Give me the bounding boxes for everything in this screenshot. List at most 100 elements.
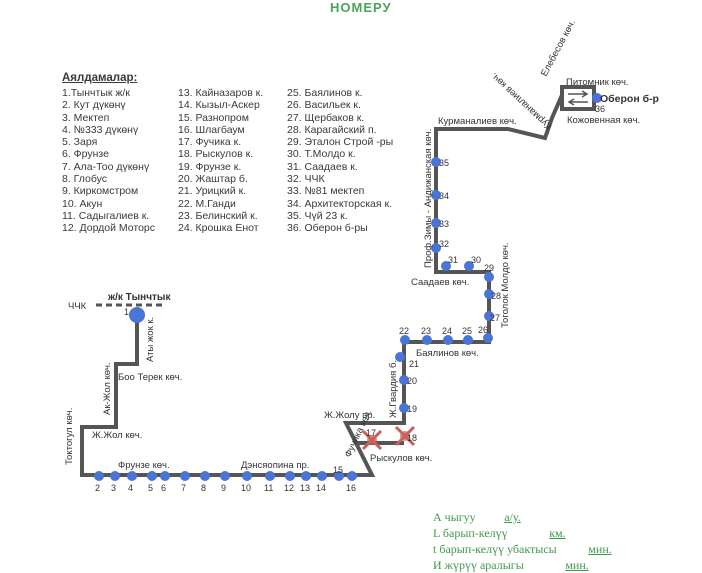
bus-stop-marker [422,335,432,345]
bus-stop-marker [220,471,230,481]
legend-stop-item: 30. Т.Молдо к. [287,148,356,161]
dashed-connector-label: ЧЧК [68,301,87,312]
distance-blank[interactable]: км. [549,526,566,540]
legend-stop-item: 23. Белинский к. [178,209,258,222]
legend-stop-item: 10. Акун [62,197,103,210]
legend-stop-item: 33. №81 мектеп [287,185,365,198]
legend-stop-item: 25. Баялинов к. [287,87,363,99]
stop-number: 25 [462,326,472,336]
bus-stop-marker [94,471,104,481]
interval-line: И жүрүү аралыгы мин. [433,557,612,573]
start-terminal-label: ж/к Тынчтык [107,292,171,303]
legend-stop-item: 27. Щербаков к. [287,111,365,124]
stop-number: 28 [491,291,501,301]
distance-line: L барып-келүү км. [433,525,612,541]
stop-number: 3 [111,483,116,493]
legend-stop-item: 13. Кайназаров к. [178,87,264,99]
bus-stop-marker [431,157,441,167]
legend-stop-item: 34. Архитекторская к. [287,197,392,210]
legend-stop-item: 15. Разнопром [178,111,249,124]
stop-number: 20 [407,376,417,386]
legend-stop-item: 26. Васильек к. [287,99,361,112]
trip-time-blank[interactable]: мин. [588,542,612,556]
stop-number: 7 [181,483,186,493]
bus-stop-marker [200,471,210,481]
legend-stop-item: 32. ЧЧК [287,173,325,186]
legend-stop-item: 6. Фрунзе [62,148,109,161]
street-label: Курманалиев көч. [438,116,517,127]
bus-stop-marker [464,261,474,271]
end-terminal-label: Оберон б-р [600,93,659,105]
stop-number: 9 [221,483,226,493]
stop-number: 32 [439,239,449,249]
route-info-form: А чыгуу а/у. L барып-келүү км. t барып-к… [433,509,612,573]
closed-stop-cross-icon [394,425,416,447]
interval-blank[interactable]: мин. [565,558,589,572]
stop-number: 6 [161,483,166,493]
street-label: Рыскулов көч. [370,453,432,464]
street-label: Кожовенная көч. [567,115,640,126]
stop-number: 5 [148,483,153,493]
stop-number: 11 [264,483,273,493]
stop-number: 30 [471,255,481,265]
legend-stop-item: 14. Кызыл-Аскер [178,99,260,112]
stop-number: 1 [124,307,129,317]
legend-title: Аялдамалар: [62,72,138,84]
direction-arrows-icon [567,90,589,106]
departures-blank[interactable]: а/у. [504,510,521,524]
legend-stop-item: 9. Киркомстром [62,185,139,198]
legend-stop-item: 8. Глобус [62,173,108,186]
street-label: Ж.Гвардия б. [388,360,399,418]
departures-line: А чыгуу а/у. [433,509,612,525]
bus-stop-marker [441,261,451,271]
stop-number: 34 [439,191,449,201]
legend-stop-item: 29. Эталон Строй -ры [287,136,394,149]
bus-stop-marker [160,471,170,481]
legend-stop-item: 19. Фрунзе к. [178,160,242,173]
stop-number: 35 [439,158,449,168]
legend-stop-item: 22. М.Ганди [178,197,236,210]
street-label: Аты жок к. [145,317,156,362]
stop-number: 21 [409,359,419,369]
bus-stop-marker [127,471,137,481]
legend-stop-item: 4. №333 дүкөнү [62,123,139,136]
bus-stop-marker [110,471,120,481]
legend-column: 25. Баялинов к.26. Васильек к.27. Щербак… [287,87,393,235]
bus-stop-marker [431,190,441,200]
bus-stop-marker [317,471,327,481]
stop-number: 12 [284,483,294,493]
stop-number: 10 [241,483,251,493]
bus-stop-marker [301,471,311,481]
legend-stop-item: 7. Ала-Тоо дүкөнү [62,160,150,173]
legend-stop-item: 2. Кут дүкөнү [62,99,126,112]
bus-stop-marker [431,218,441,228]
bus-stop-marker [484,311,494,321]
bus-stop-marker [395,352,405,362]
street-label: Тоголок Молдо көч. [500,242,511,328]
stop-number: 27 [490,313,500,323]
legend-stop-item: 31. Саадаев к. [287,160,358,173]
street-label: Токтогул көч. [64,408,75,465]
legend-stop-item: 20. Жаштар б. [178,173,248,186]
bus-stop-marker [285,471,295,481]
route-number-header: НОМЕРУ [330,0,392,15]
bus-stop-marker [399,403,409,413]
bus-stop-marker [431,243,441,253]
stop-number: 23 [421,326,431,336]
interval-label: И жүрүү аралыгы [433,558,527,572]
stop-number: 17 [366,428,376,438]
street-label: Елебесов көч. [539,18,578,78]
trip-time-line: t барып-келүү убактысы мин. [433,541,612,557]
bus-stop-marker [334,471,344,481]
stop-number: 14 [316,483,326,493]
bus-stop-marker [242,471,252,481]
stop-number: 8 [201,483,206,493]
legend-stop-item: 5. Заря [62,136,98,149]
terminal-loop [560,85,596,111]
bus-stop-marker [265,471,275,481]
trip-time-label: t барып-келүү убактысы [433,542,560,556]
street-label: Фрунзе көч. [118,460,170,471]
stop-number: 2 [95,483,100,493]
